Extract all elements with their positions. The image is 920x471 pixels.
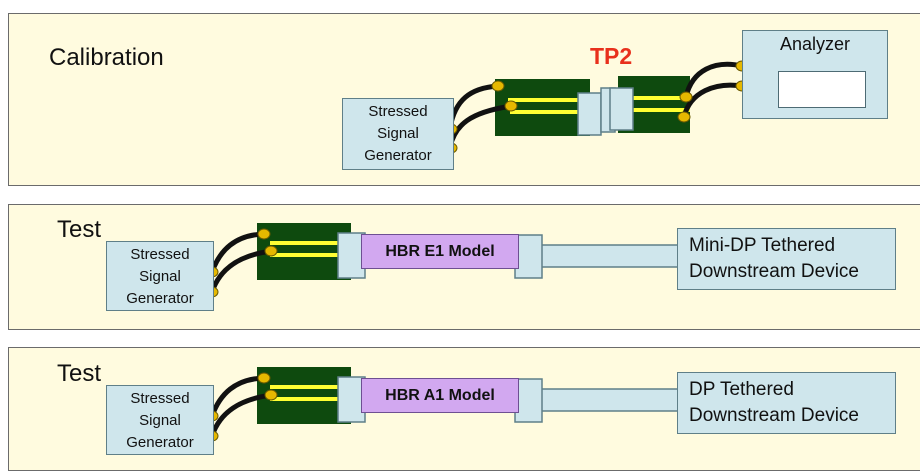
fixture-connector <box>577 92 602 136</box>
generator-label-line: Signal <box>377 125 419 142</box>
tethered-cable <box>539 388 681 412</box>
sma-connector <box>264 389 278 401</box>
cable-plug-left <box>337 376 366 423</box>
device-label-line: Mini-DP Tethered <box>689 235 836 256</box>
coax-cable <box>447 83 499 129</box>
generator-label-line: Stressed <box>368 103 428 120</box>
test-minidp-title: Test <box>57 216 102 243</box>
cable-plug-right <box>514 378 543 423</box>
sma-connector <box>491 80 505 92</box>
calibration-signal-generator: Stressed Signal Generator <box>342 98 454 170</box>
tethered-cable <box>539 244 681 268</box>
generator-label-line: Stressed <box>130 246 190 263</box>
fixture-connector <box>609 87 634 131</box>
sma-connector <box>677 111 691 123</box>
hbr-e1-model-box: HBR E1 Model <box>361 234 519 269</box>
generator-label-line: Generator <box>126 290 194 307</box>
device-label-line: Downstream Device <box>689 405 859 426</box>
device-label-line: DP Tethered <box>689 379 794 400</box>
test-dp-title: Test <box>57 360 102 387</box>
dp-downstream-device: DP Tethered Downstream Device <box>677 372 896 434</box>
analyzer-box: Analyzer <box>742 30 888 119</box>
sma-connector <box>504 100 518 112</box>
coax-cable <box>209 375 265 417</box>
calibration-fixture <box>444 60 749 154</box>
generator-label-line: Generator <box>364 147 432 164</box>
generator-label-line: Signal <box>139 268 181 285</box>
calibration-title: Calibration <box>49 44 164 71</box>
device-label-line: Downstream Device <box>689 261 859 282</box>
coax-cable <box>209 248 273 293</box>
minidp-downstream-device: Mini-DP Tethered Downstream Device <box>677 228 896 290</box>
sma-connector <box>679 91 693 103</box>
hbr-a1-model-box: HBR A1 Model <box>361 378 519 413</box>
tp2-label: TP2 <box>590 43 633 69</box>
generator-label-line: Stressed <box>130 390 190 407</box>
generator-label-line: Generator <box>126 434 194 451</box>
cable-plug-left <box>337 232 366 279</box>
coax-cable <box>209 392 273 437</box>
analyzer-screen <box>778 71 866 108</box>
sma-connector <box>257 372 271 384</box>
test-dp-signal-generator: Stressed Signal Generator <box>106 385 214 455</box>
generator-label-line: Signal <box>139 412 181 429</box>
test-dp-fixture <box>205 367 681 442</box>
sma-connector <box>257 228 271 240</box>
coax-cable <box>209 231 265 273</box>
analyzer-label: Analyzer <box>779 34 851 54</box>
test-minidp-signal-generator: Stressed Signal Generator <box>106 241 214 311</box>
coax-cable <box>681 82 743 118</box>
cable-plug-right <box>514 234 543 279</box>
coax-cable <box>683 61 743 98</box>
sma-connector <box>264 245 278 257</box>
